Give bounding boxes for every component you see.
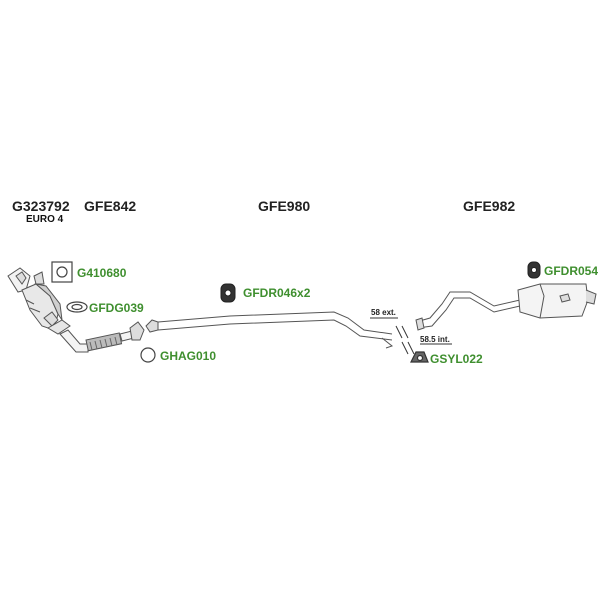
square-gasket-icon[interactable]	[51, 261, 73, 283]
hanger-pair-code[interactable]: GFDR046x2	[243, 286, 311, 300]
external-diameter-label: 58 ext.	[371, 308, 396, 317]
square-gasket-code[interactable]: G410680	[77, 266, 127, 280]
rear-silencer-code[interactable]: GFE982	[463, 198, 516, 214]
middle-pipe-code[interactable]: GFE980	[258, 198, 311, 214]
emission-standard-label: EURO 4	[26, 214, 64, 225]
oval-gasket-code[interactable]: GFDG039	[89, 301, 144, 315]
ring-code[interactable]: GHAG010	[160, 349, 217, 363]
internal-diameter-label: 58.5 int.	[420, 335, 450, 344]
oval-gasket-icon[interactable]	[66, 301, 88, 313]
rear-hanger-icon[interactable]	[527, 261, 541, 279]
catalytic-converter-code[interactable]: G323792	[12, 198, 70, 214]
rear-hanger-code[interactable]: GFDR054	[544, 264, 599, 278]
catalytic-converter-drawing[interactable]	[7, 267, 63, 331]
rubber-hanger-icon[interactable]	[220, 283, 236, 303]
ring-icon[interactable]	[140, 347, 156, 363]
front-pipe-code[interactable]: GFE842	[84, 198, 137, 214]
rear-silencer-drawing[interactable]	[415, 283, 597, 331]
clamp-icon[interactable]	[410, 351, 429, 363]
clamp-code[interactable]: GSYL022	[430, 352, 483, 366]
front-pipe-drawing[interactable]	[47, 319, 145, 353]
dimension-markers	[370, 317, 452, 355]
middle-pipe-drawing[interactable]	[145, 311, 394, 349]
